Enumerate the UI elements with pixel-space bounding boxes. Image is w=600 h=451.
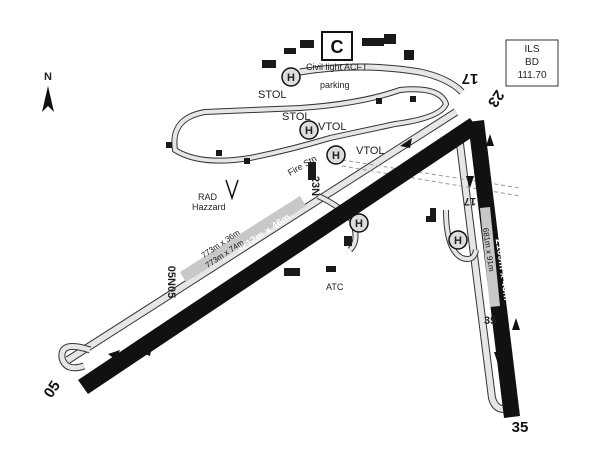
helipad-icon: H [355, 218, 363, 230]
arrow-icon [430, 148, 440, 158]
helipad-civil: H [281, 67, 301, 87]
marking-05n-05: 05N05 [165, 266, 177, 298]
helipad-fire-stn: H [326, 145, 346, 165]
direction-arrows [108, 134, 520, 364]
label-parking: parking [320, 80, 350, 90]
helipad-icon: H [287, 72, 295, 84]
helipad-vtol: H [299, 120, 319, 140]
rad-hazard-marker [225, 179, 239, 201]
label-atc: ATC [326, 282, 344, 292]
label-civil-light-acft: Civil light ACFT [306, 62, 368, 72]
apron-buildings [166, 34, 436, 276]
arrow-icon [140, 346, 152, 356]
runway-05-23: 3212m x 46m 773m x 36m 773m x 74m [78, 118, 480, 394]
helipad-south: H [349, 213, 369, 233]
marking-23n: 23N [309, 176, 321, 196]
runway-end-23: 23 [484, 87, 507, 110]
runway-end-35: 35 [512, 419, 529, 436]
marking-35: 35 [484, 315, 496, 327]
helipad-icon: H [305, 125, 313, 137]
ils-label: ILS [524, 44, 539, 55]
north-arrow-icon [42, 86, 54, 112]
ils-info-box: ILS BD 111.70 [505, 39, 559, 87]
marking-17: 17 [464, 195, 476, 207]
helipad-east: H [448, 230, 468, 250]
arrow-icon [400, 138, 412, 148]
apron-letter: C [331, 37, 344, 57]
label-vtol-1: VTOL [318, 121, 347, 133]
ils-ident: BD [525, 57, 539, 68]
label-vtol-2: VTOL [356, 145, 385, 157]
arrow-icon [466, 176, 474, 188]
runway-17-35-overrun-stripe [480, 207, 500, 307]
label-hazzard: Hazzard [192, 202, 226, 212]
helipad-icon: H [332, 150, 340, 162]
arrow-icon [512, 318, 520, 330]
arrow-icon [486, 134, 494, 146]
label-stol-2: STOL [282, 111, 311, 123]
north-label: N [44, 71, 52, 83]
label-rad: RAD [198, 192, 218, 202]
ils-frequency: 111.70 [517, 70, 547, 81]
helipad-icon: H [454, 235, 462, 247]
label-stol-1: STOL [258, 89, 287, 101]
arrow-icon [108, 350, 120, 360]
runway-05-23-overrun-stripe [180, 196, 306, 282]
runway-end-17: 17 [462, 70, 479, 87]
apron-c-marker: C [321, 31, 353, 61]
arrow-icon [494, 352, 502, 364]
runway-end-05: 05 [41, 378, 64, 401]
north-arrow: N [42, 71, 54, 112]
